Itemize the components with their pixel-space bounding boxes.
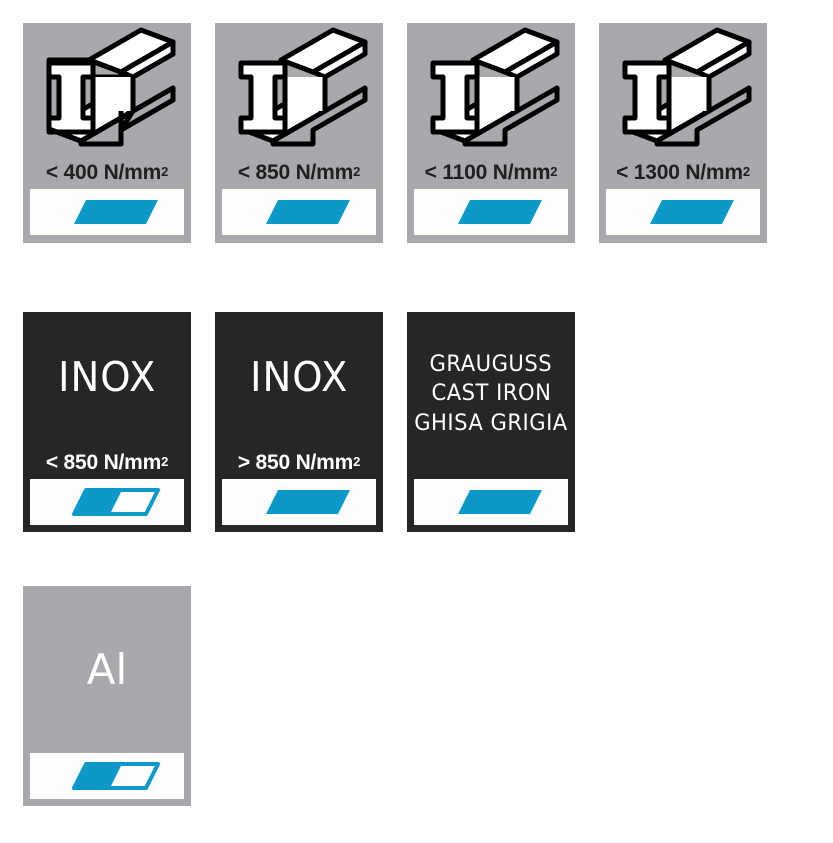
i-beam-icon (430, 27, 560, 147)
material-word: INOX (249, 352, 349, 401)
swatch-full-icon (266, 200, 350, 224)
card-body: Al (23, 586, 191, 806)
legend-card-cast-iron[interactable]: GRAUGUSS CAST IRON GHISA GRIGIA (407, 312, 575, 532)
icon-area (215, 23, 383, 155)
material-word: INOX (57, 352, 157, 401)
color-swatch-strip (222, 189, 376, 235)
material-word-lines: GRAUGUSS CAST IRON GHISA GRIGIA (407, 353, 575, 436)
icon-area (407, 23, 575, 155)
swatch-full-icon (650, 200, 734, 224)
swatch-full-icon (74, 200, 158, 224)
color-swatch-strip (222, 479, 376, 525)
word-area: Al (23, 586, 191, 753)
card-body: GRAUGUSS CAST IRON GHISA GRIGIA (407, 312, 575, 532)
color-swatch-strip (414, 479, 568, 525)
color-swatch-strip (30, 753, 184, 799)
color-swatch-strip (606, 189, 760, 235)
word-area: INOX (215, 312, 383, 445)
icon-area (599, 23, 767, 155)
color-swatch-strip (30, 189, 184, 235)
material-word-line-de: GRAUGUSS (429, 352, 553, 378)
swatch-half-icon (72, 762, 160, 790)
material-word-line-en: CAST IRON (431, 381, 551, 407)
material-word: Al (86, 644, 128, 694)
word-area: INOX (23, 312, 191, 445)
color-swatch-strip (414, 189, 568, 235)
legend-card-aluminium[interactable]: Al (23, 586, 191, 806)
i-beam-icon (622, 27, 752, 147)
swatch-full-icon (458, 490, 542, 514)
swatch-full-icon (266, 490, 350, 514)
swatch-half-icon (72, 488, 160, 516)
i-beam-icon (238, 27, 368, 147)
icon-area (23, 23, 191, 155)
swatch-full-icon (458, 200, 542, 224)
color-swatch-strip (30, 479, 184, 525)
i-beam-icon (46, 27, 176, 147)
material-word-line-it: GHISA GRIGIA (414, 410, 568, 436)
word-area: GRAUGUSS CAST IRON GHISA GRIGIA (407, 312, 575, 479)
